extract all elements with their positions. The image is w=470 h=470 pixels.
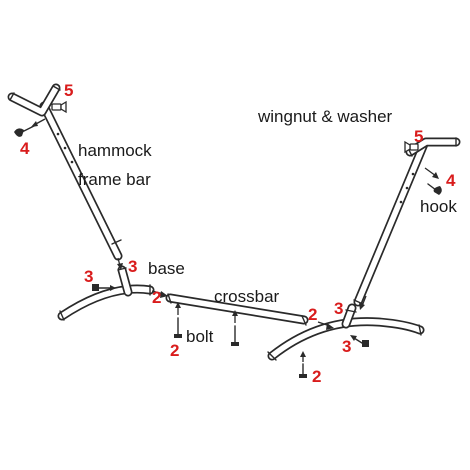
- callout-right-base-lower-bolt: 2: [312, 367, 321, 386]
- crossbar-center-bolt: [231, 310, 239, 346]
- callout-right-top-hook: 4: [446, 171, 456, 190]
- callout-left-base-bolt: 3: [84, 267, 93, 286]
- label-wingnut-washer: wingnut & washer: [257, 107, 393, 126]
- left-yoke: [7, 83, 61, 117]
- right-wingnut: [404, 140, 419, 154]
- crossbar-to-right-base-arrow: [317, 321, 334, 330]
- label-base: base: [148, 259, 185, 278]
- label-bolt: bolt: [186, 327, 214, 346]
- right-bar-holes: [399, 172, 415, 204]
- left-base-bolt: [92, 284, 116, 291]
- left-base: [57, 284, 155, 321]
- crossbar-left-bolt: [174, 302, 182, 338]
- right-top-arrow: [424, 167, 439, 179]
- left-hook: [14, 125, 35, 137]
- callout-left-top-wingnut: 5: [64, 81, 73, 100]
- label-hook: hook: [420, 197, 457, 216]
- callout-right-top-wingnut: 5: [414, 127, 423, 146]
- callout-left-top-hook: 4: [20, 139, 30, 158]
- base-to-crossbar-arrow: [151, 290, 168, 298]
- left-frame-bar: [39, 101, 123, 261]
- left-top-arrow: [31, 118, 46, 127]
- label-hammock: hammock: [78, 141, 152, 160]
- callout-right-base-bolt: 3: [342, 337, 351, 356]
- right-base-socket: [341, 303, 357, 329]
- label-frame-bar: frame bar: [78, 170, 151, 189]
- callout-right-base-joint: 3: [334, 299, 343, 318]
- label-crossbar: crossbar: [214, 287, 280, 306]
- right-frame-to-base-arrow: [359, 295, 367, 310]
- left-bar-holes: [56, 132, 74, 164]
- callout-crossbar-left-bolt: 2: [170, 341, 179, 360]
- callout-left-base-end: 2: [152, 288, 161, 307]
- callout-crossbar-right-end: 2: [308, 305, 317, 324]
- right-frame-bar: [353, 139, 429, 307]
- left-frame-to-base-arrow: [117, 257, 123, 270]
- left-base-socket: [117, 265, 133, 297]
- left-wingnut: [51, 100, 67, 114]
- crossbar: [165, 293, 309, 326]
- right-hook: [427, 183, 442, 195]
- right-base: [267, 317, 425, 361]
- right-base-lower-bolt: [299, 351, 307, 378]
- callout-left-base-joint: 3: [128, 257, 137, 276]
- right-base-side-bolt: [350, 335, 369, 347]
